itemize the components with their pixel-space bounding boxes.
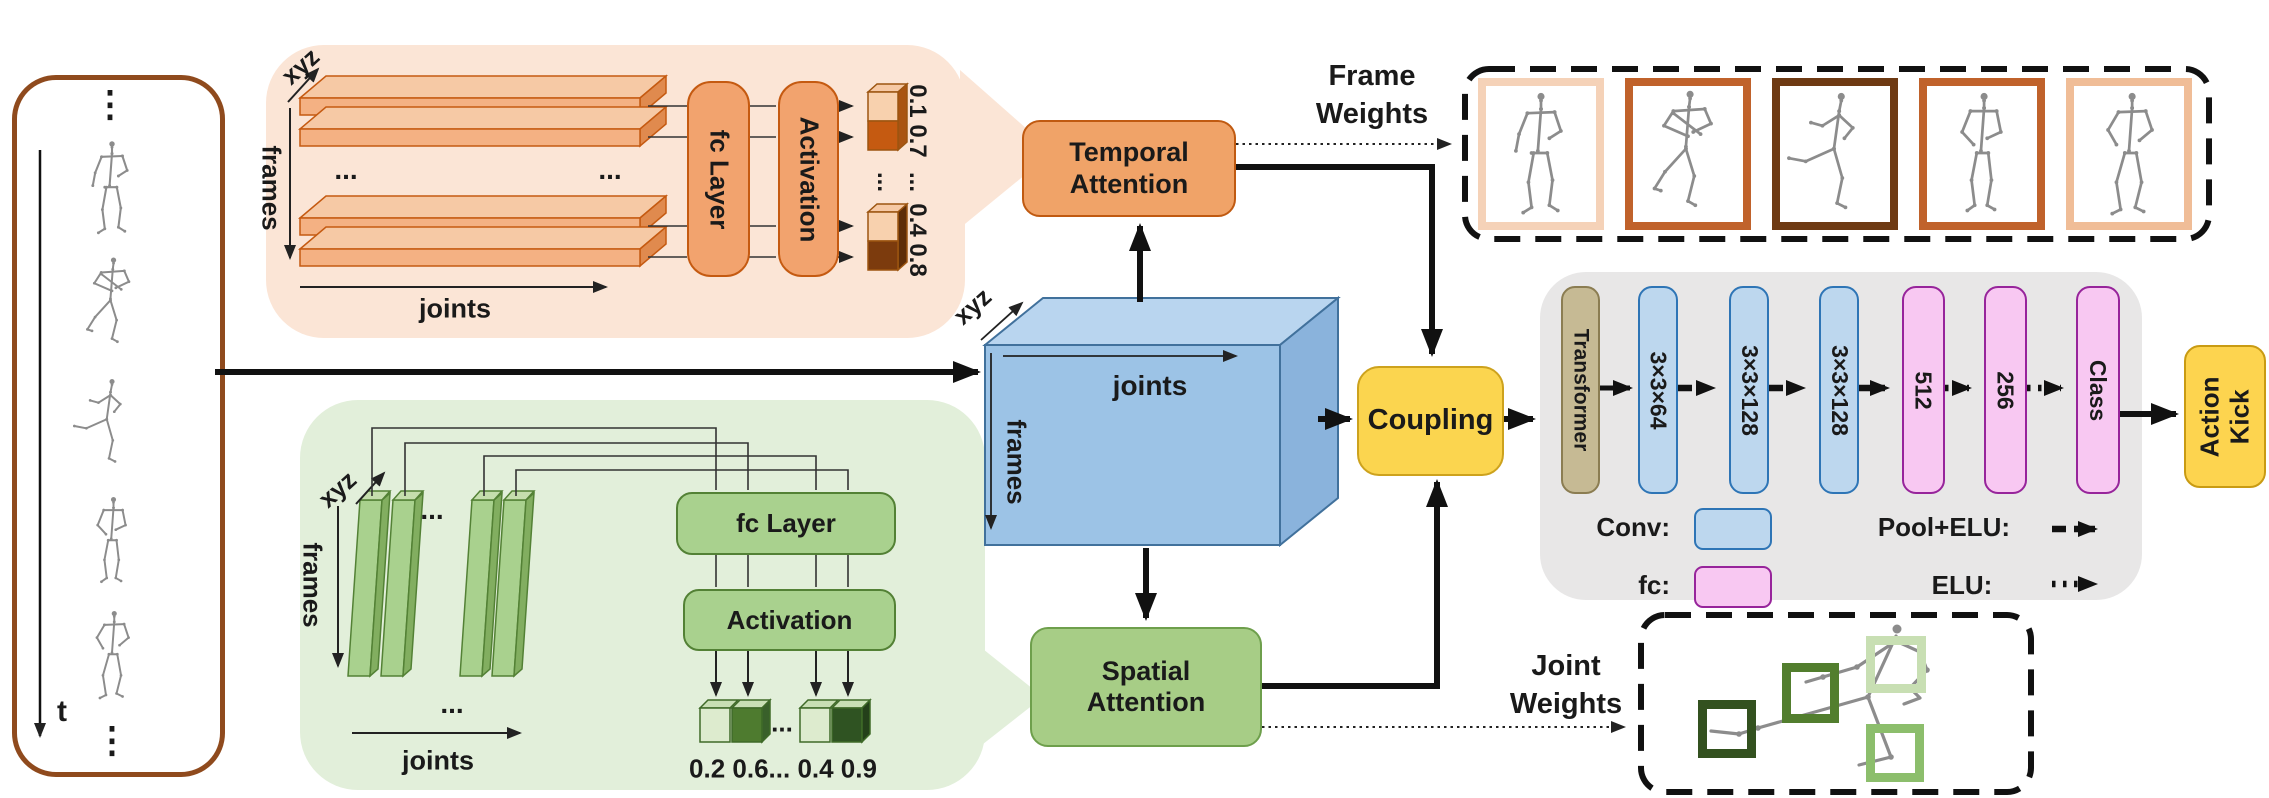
input-skeleton-2 <box>86 257 131 344</box>
spatial-joints-label: joints <box>402 745 474 776</box>
tensor-joints-label: joints <box>1112 370 1188 401</box>
conv-layer-label-3: 3×3×128 <box>1826 344 1853 436</box>
frame-skeleton-1 <box>1514 92 1563 215</box>
spatial-attention-block: Spatial Attention <box>1030 627 1262 747</box>
weighted-frame-4 <box>1919 78 2045 230</box>
temporal-dots-right: ... <box>598 154 622 185</box>
spatial-weight-values: 0.2 0.6... 0.4 0.9 <box>689 753 877 784</box>
spatial-frames-label: frames <box>297 542 328 628</box>
frame-skeleton-3 <box>1787 92 1855 210</box>
temporal-fc-layer-label: fc Layer <box>704 129 735 229</box>
weighted-frame-2 <box>1625 78 1751 230</box>
joint-weight-square-dark <box>1698 700 1756 758</box>
frame-weights-line2: Weights <box>1315 97 1429 130</box>
action-line1: Action <box>2194 376 2225 457</box>
action-output-block: Action Kick <box>2184 345 2266 488</box>
spatial-attention-line2: Attention <box>1086 687 1206 717</box>
joint-weight-square-light <box>1866 636 1926 693</box>
conv-layer-bar-2: 3×3×128 <box>1729 286 1769 494</box>
coupling-label: Coupling <box>1367 404 1494 437</box>
spatial-fc-layer-box: fc Layer <box>676 492 896 555</box>
frame-skeleton-4 <box>1960 92 2003 213</box>
input-skeleton-1 <box>91 141 129 235</box>
input-skeleton-3 <box>72 378 122 463</box>
temporal-attention-block: Temporal Attention <box>1022 120 1236 217</box>
tensor-frames-label: frames <box>1001 419 1032 505</box>
frame-skeleton-5 <box>2106 92 2154 216</box>
temporal-weight-values-2: 0.4 0.8 <box>904 203 931 277</box>
spatial-fc-layer-label: fc Layer <box>736 508 836 538</box>
temporal-weight-values-1: 0.1 0.7 <box>904 84 931 158</box>
frame-skeleton-2 <box>1652 90 1713 208</box>
temporal-activation-label: Activation <box>794 116 824 242</box>
joint-weights-label: Joint Weights <box>1490 648 1642 723</box>
legend-fc-label: fc: <box>1638 570 1670 600</box>
spatial-dots-top: ... <box>420 494 444 525</box>
fc-layer-bar-3: Class <box>2076 286 2120 494</box>
weighted-frame-1 <box>1478 78 1604 230</box>
time-label: t <box>57 695 67 728</box>
legend-fc-swatch <box>1694 566 1772 608</box>
fc-layer-label-2: 256 <box>1993 370 2019 410</box>
frame-weights-line1: Frame <box>1328 60 1416 92</box>
legend-elu-label: ELU: <box>1931 570 1993 600</box>
input-ellipsis-top: ⋮ <box>92 83 128 124</box>
coupling-block: Coupling <box>1357 366 1504 476</box>
transformer-layer-bar: Transformer <box>1561 286 1600 494</box>
temporal-attention-line2: Attention <box>1069 168 1189 199</box>
temporal-attention-line1: Temporal <box>1069 137 1189 168</box>
action-output-rotated-text: Action Kick <box>2194 376 2255 457</box>
tensor-cube <box>980 295 1341 548</box>
conv-layer-bar-3: 3×3×128 <box>1819 286 1859 494</box>
joint-weight-square-medium <box>1782 663 1839 723</box>
joint-weight-square-mid-light <box>1866 724 1924 782</box>
weighted-frame-5 <box>2066 78 2192 230</box>
input-skeleton-4 <box>96 496 127 584</box>
temporal-joints-label: joints <box>419 293 491 324</box>
joint-weights-line1: Joint <box>1531 650 1601 682</box>
input-ellipsis-bottom: ⋮ <box>94 719 130 760</box>
frame-weights-label: Frame Weights <box>1292 58 1452 133</box>
temporal-cube-dots: ... <box>872 171 899 193</box>
input-skeleton-5 <box>95 610 130 700</box>
temporal-fc-layer-box: fc Layer <box>687 81 750 277</box>
temporal-detail-bubble <box>266 45 965 338</box>
spatial-cube-dots: ... <box>771 707 793 738</box>
action-line2: Kick <box>2224 389 2255 444</box>
spatial-activation-label: Activation <box>726 604 853 635</box>
weighted-frame-3 <box>1772 78 1898 230</box>
spatial-dots-bottom: ... <box>440 688 464 719</box>
transformer-label: Transformer <box>1569 328 1593 452</box>
fc-layer-bar-1: 512 <box>1902 286 1945 494</box>
spatial-activation-box: Activation <box>683 589 896 651</box>
temporal-frames-label: frames <box>256 145 287 231</box>
spatial-attention-line1: Spatial <box>1101 655 1191 686</box>
conv-layer-label-2: 3×3×128 <box>1736 344 1763 436</box>
fc-layer-bar-2: 256 <box>1984 286 2027 494</box>
temporal-activation-box: Activation <box>778 81 839 277</box>
fc-layer-label-1: 512 <box>1911 370 1937 410</box>
conv-layer-label-1: 3×3×64 <box>1645 350 1672 430</box>
fc-layer-label-3: Class <box>2085 359 2112 421</box>
legend-conv-label: Conv: <box>1596 512 1670 542</box>
legend-conv-swatch <box>1694 508 1772 550</box>
joint-weights-line2: Weights <box>1509 687 1623 720</box>
legend-pool-elu-label: Pool+ELU: <box>1877 512 2010 542</box>
temporal-dots-left: ... <box>334 154 358 185</box>
temporal-value-dots: ... <box>904 171 931 193</box>
conv-layer-bar-1: 3×3×64 <box>1638 286 1678 494</box>
